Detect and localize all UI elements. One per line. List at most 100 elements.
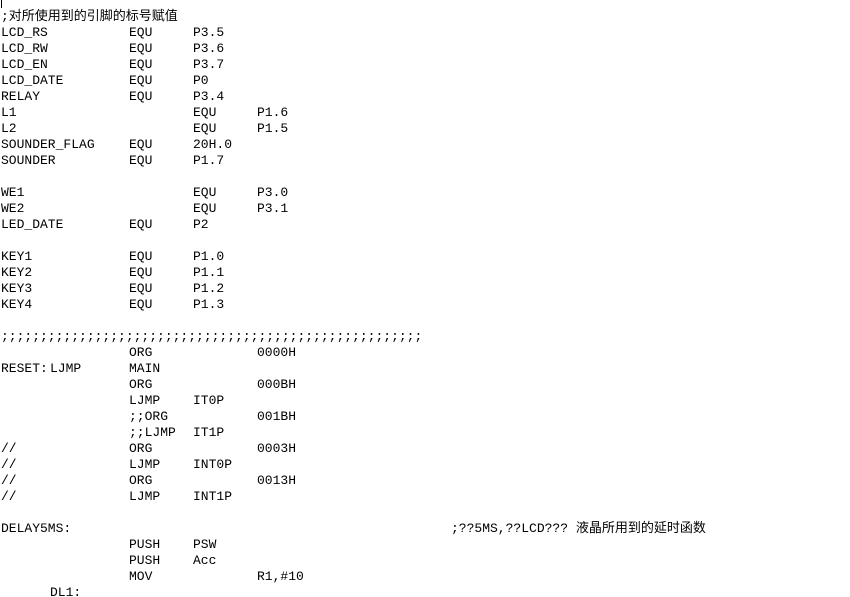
code-line[interactable]: DELAY5MS: ;??5MS,??LCD??? 液晶所用到的延时函数 — [1, 521, 850, 537]
code-token: ;对所使用到的引脚的标号赋值 — [1, 9, 178, 24]
code-line[interactable]: LCD_EN EQU P3.7 — [1, 57, 850, 73]
code-token: 0003H — [257, 441, 297, 456]
code-line[interactable] — [1, 505, 850, 521]
code-line[interactable] — [1, 169, 850, 185]
code-line[interactable]: // ORG 0013H — [1, 473, 850, 489]
code-token: P1.1 — [193, 265, 225, 280]
code-token: P1.5 — [257, 121, 289, 136]
code-token: EQU — [129, 153, 153, 168]
code-line[interactable]: LJMP IT0P — [1, 393, 850, 409]
code-token: KEY2 — [1, 265, 33, 280]
code-token: 0013H — [257, 473, 297, 488]
code-token: KEY4 — [1, 297, 33, 312]
code-line[interactable]: DL1: — [1, 585, 850, 597]
code-token: // — [1, 441, 17, 456]
code-token: WE2 — [1, 201, 25, 216]
code-token: EQU — [193, 105, 217, 120]
code-token: EQU — [193, 121, 217, 136]
code-token: IT1P — [193, 425, 225, 440]
text-cursor — [1, 0, 2, 8]
code-token: // — [1, 489, 17, 504]
code-token: LED_DATE — [1, 217, 64, 232]
code-line[interactable]: PUSH Acc — [1, 553, 850, 569]
code-token: LJMP — [129, 393, 161, 408]
code-token: KEY1 — [1, 249, 33, 264]
code-token: EQU — [129, 25, 153, 40]
code-token: EQU — [129, 89, 153, 104]
code-token: ;;LJMP — [129, 425, 176, 440]
code-token: SOUNDER — [1, 153, 56, 168]
code-token: EQU — [129, 73, 153, 88]
code-token: EQU — [129, 137, 153, 152]
code-token: LCD_EN — [1, 57, 48, 72]
code-token: P0 — [193, 73, 209, 88]
code-token: EQU — [193, 201, 217, 216]
code-token: ORG — [129, 473, 153, 488]
code-token: PUSH — [129, 553, 161, 568]
code-token: ;??5MS,??LCD??? 液晶所用到的延时函数 — [451, 521, 706, 536]
code-token: P1.0 — [193, 249, 225, 264]
code-line[interactable]: ORG 000BH — [1, 377, 850, 393]
code-line[interactable]: ;;LJMP IT1P — [1, 425, 850, 441]
code-line[interactable]: WE2 EQU P3.1 — [1, 201, 850, 217]
code-token: ORG — [129, 441, 153, 456]
code-line[interactable]: ;;;;;;;;;;;;;;;;;;;;;;;;;;;;;;;;;;;;;;;;… — [1, 329, 850, 345]
code-token: MOV — [129, 569, 153, 584]
code-token: INT1P — [193, 489, 233, 504]
code-token: DELAY5MS: — [1, 521, 72, 536]
code-token: EQU — [193, 185, 217, 200]
code-token: ORG — [129, 377, 153, 392]
code-line[interactable]: KEY3 EQU P1.2 — [1, 281, 850, 297]
code-token: 0000H — [257, 345, 297, 360]
code-token: KEY3 — [1, 281, 33, 296]
code-token: MAIN — [129, 361, 161, 376]
code-token: Acc — [193, 553, 217, 568]
code-token: // — [1, 473, 17, 488]
code-token: R1,#10 — [257, 569, 304, 584]
code-token: P1.2 — [193, 281, 225, 296]
code-token: ;;ORG — [129, 409, 169, 424]
code-token: P3.5 — [193, 25, 225, 40]
code-token: P3.1 — [257, 201, 289, 216]
code-token: IT0P — [193, 393, 225, 408]
code-line[interactable]: ORG 0000H — [1, 345, 850, 361]
code-line[interactable]: ;;ORG 001BH — [1, 409, 850, 425]
code-token: // — [1, 457, 17, 472]
code-token: EQU — [129, 217, 153, 232]
code-line[interactable]: // ORG 0003H — [1, 441, 850, 457]
code-line[interactable]: KEY2 EQU P1.1 — [1, 265, 850, 281]
code-line[interactable]: ;对所使用到的引脚的标号赋值 — [1, 9, 850, 25]
code-line[interactable]: WE1 EQU P3.0 — [1, 185, 850, 201]
code-token: 001BH — [257, 409, 297, 424]
code-token: ORG — [129, 345, 153, 360]
code-line[interactable] — [1, 313, 850, 329]
code-token: P3.0 — [257, 185, 289, 200]
code-token: EQU — [129, 281, 153, 296]
code-token: P3.7 — [193, 57, 225, 72]
code-token: WE1 — [1, 185, 25, 200]
code-token: EQU — [129, 265, 153, 280]
code-token: P3.6 — [193, 41, 225, 56]
code-token: 000BH — [257, 377, 297, 392]
code-token: EQU — [129, 57, 153, 72]
code-line[interactable] — [1, 233, 850, 249]
code-line[interactable]: MOV R1,#10 — [1, 569, 850, 585]
code-token: RESET: — [1, 361, 48, 376]
